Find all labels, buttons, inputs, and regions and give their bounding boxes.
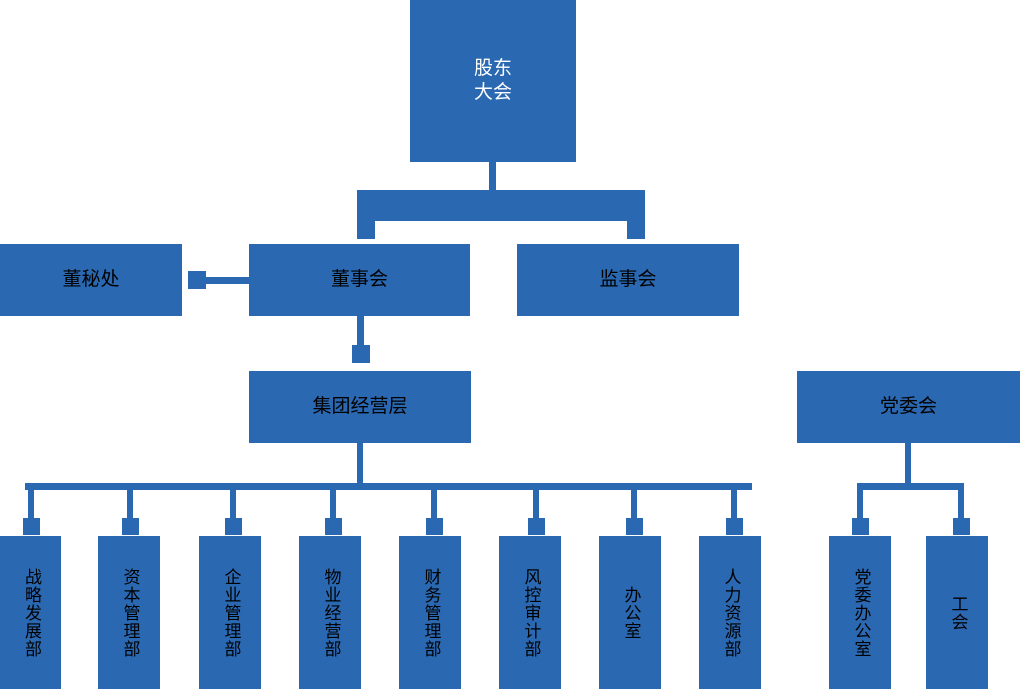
connector-drop-finance-management xyxy=(431,490,437,518)
connector-departments-bus xyxy=(25,483,752,490)
node-labor-union-label: 工会 xyxy=(947,594,968,631)
node-finance-management-dept[interactable]: 财务管理部 xyxy=(399,536,461,689)
connector-nub-general-office xyxy=(626,518,643,535)
node-board-secretary-label: 董秘处 xyxy=(62,268,120,291)
connector-board-to-management xyxy=(357,316,364,345)
connector-nub-group-management xyxy=(352,345,370,363)
node-board-of-supervisors[interactable]: 监事会 xyxy=(517,244,739,316)
connector-secretary-to-board xyxy=(205,277,260,284)
node-shareholders-meeting-label: 股东 大会 xyxy=(473,57,512,103)
connector-party-committee-down xyxy=(905,443,911,483)
node-group-management-label: 集团经营层 xyxy=(312,395,408,418)
connector-drop-human-resources xyxy=(731,490,737,518)
node-human-resources-dept[interactable]: 人力资源部 xyxy=(699,536,761,689)
connector-shareholders-down xyxy=(489,162,496,190)
connector-nub-risk-audit xyxy=(528,518,545,535)
connector-nub-enterprise-management xyxy=(225,518,242,535)
connector-drop-enterprise-management xyxy=(230,490,236,518)
node-party-committee-label: 党委会 xyxy=(879,395,937,418)
node-party-committee[interactable]: 党委会 xyxy=(797,371,1020,443)
connector-drop-capital-management xyxy=(127,490,133,518)
connector-drop-risk-audit xyxy=(533,490,539,518)
node-general-office-label: 办公室 xyxy=(620,585,641,640)
node-general-office[interactable]: 办公室 xyxy=(599,536,661,689)
connector-nub-finance-management xyxy=(426,518,443,535)
node-board-of-directors-label: 董事会 xyxy=(330,268,388,291)
connector-drop-strategy-development xyxy=(28,490,34,518)
connector-nub-board-of-supervisors xyxy=(627,221,645,239)
connector-nub-strategy-development xyxy=(23,518,40,535)
connector-nub-human-resources xyxy=(726,518,743,535)
node-board-secretary[interactable]: 董秘处 xyxy=(0,244,182,316)
node-capital-management-dept[interactable]: 资本管理部 xyxy=(98,536,160,689)
node-finance-management-dept-label: 财务管理部 xyxy=(420,567,441,658)
connector-nub-property-operations xyxy=(325,518,342,535)
node-risk-audit-dept-label: 风控审计部 xyxy=(520,567,541,658)
node-risk-audit-dept[interactable]: 风控审计部 xyxy=(499,536,561,689)
node-shareholders-meeting[interactable]: 股东 大会 xyxy=(410,0,576,162)
connector-drop-labor-union xyxy=(958,490,964,518)
connector-management-down xyxy=(357,443,363,483)
connector-level2-bus xyxy=(357,190,645,221)
node-enterprise-management-dept[interactable]: 企业管理部 xyxy=(199,536,261,689)
node-board-of-directors[interactable]: 董事会 xyxy=(249,244,470,316)
node-group-management[interactable]: 集团经营层 xyxy=(249,371,471,443)
node-labor-union[interactable]: 工会 xyxy=(926,536,988,689)
node-capital-management-dept-label: 资本管理部 xyxy=(119,567,140,658)
connector-drop-party-committee-office xyxy=(857,490,863,518)
connector-nub-capital-management xyxy=(122,518,139,535)
node-strategy-development-dept[interactable]: 战略发展部 xyxy=(0,536,61,689)
connector-drop-property-operations xyxy=(330,490,336,518)
connector-drop-general-office xyxy=(631,490,637,518)
connector-nub-labor-union xyxy=(953,518,970,535)
node-board-of-supervisors-label: 监事会 xyxy=(599,268,657,291)
node-human-resources-dept-label: 人力资源部 xyxy=(720,567,741,658)
node-party-committee-office[interactable]: 党委办公室 xyxy=(829,536,891,689)
node-strategy-development-dept-label: 战略发展部 xyxy=(21,567,41,658)
connector-party-units-bus xyxy=(857,483,964,490)
node-party-committee-office-label: 党委办公室 xyxy=(850,567,871,658)
connector-nub-board-secretary xyxy=(188,271,206,289)
connector-nub-party-committee-office xyxy=(852,518,869,535)
node-enterprise-management-dept-label: 企业管理部 xyxy=(220,567,241,658)
node-property-operations-dept-label: 物业经营部 xyxy=(320,567,341,658)
node-property-operations-dept[interactable]: 物业经营部 xyxy=(299,536,361,689)
connector-nub-board-of-directors xyxy=(357,221,375,239)
